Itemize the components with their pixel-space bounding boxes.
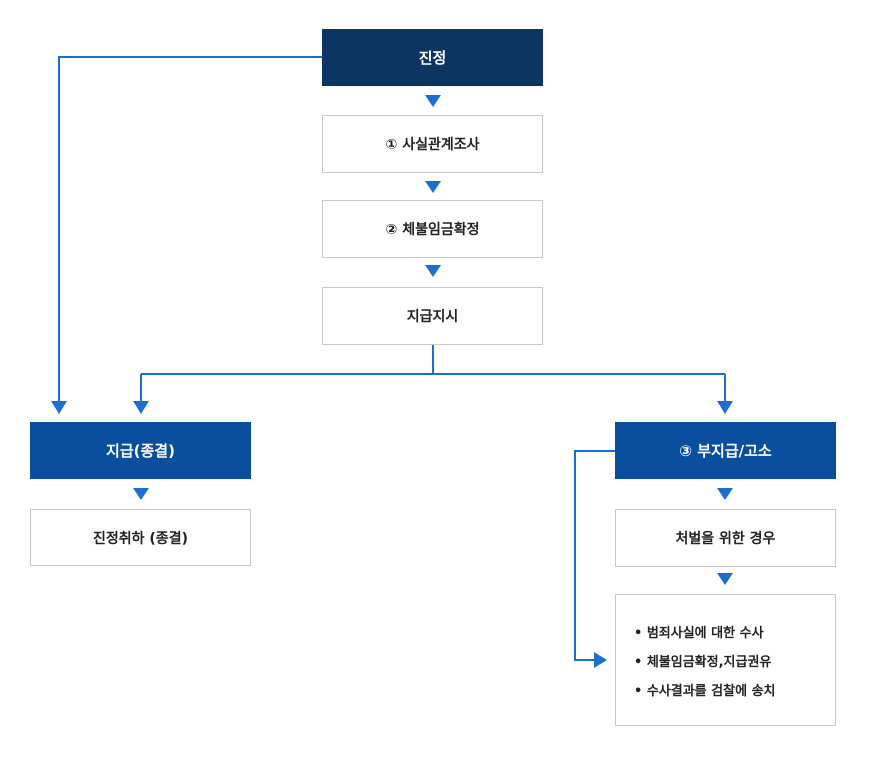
arrow-down-left <box>133 401 149 414</box>
arrow-down-bypass <box>51 401 67 414</box>
arrow-down-5 <box>717 488 733 500</box>
non-payment-complaint-box: ③ 부지급/고소 <box>615 422 836 479</box>
wage-arrears-confirmation-box: ② 체불임금확정 <box>322 200 543 258</box>
payment-order-box: 지급지시 <box>322 287 543 345</box>
actions-box: • 범죄사실에 대한 수사 • 체불임금확정,지급권유 • 수사결과를 검찰에 … <box>615 594 836 726</box>
arrow-down-2 <box>425 181 441 193</box>
action-item: • 범죄사실에 대한 수사 <box>634 625 764 641</box>
arrow-down-3 <box>425 265 441 277</box>
bypass-connector <box>58 56 322 403</box>
payment-closure-box: 지급(종결) <box>30 422 251 479</box>
arrow-down-4 <box>133 488 149 500</box>
arrow-right-loop <box>594 652 607 668</box>
arrow-down-1 <box>425 95 441 107</box>
petition-box: 진정 <box>322 29 543 86</box>
arrow-down-6 <box>717 573 733 585</box>
fact-investigation-box: ① 사실관계조사 <box>322 115 543 173</box>
for-punishment-box: 처벌을 위한 경우 <box>615 509 836 567</box>
arrow-down-right <box>717 401 733 414</box>
loop-connector <box>574 450 615 661</box>
action-item: • 수사결과를 검찰에 송치 <box>634 683 776 699</box>
petition-withdrawal-box: 진정취하 (종결) <box>30 509 251 566</box>
action-item: • 체불임금확정,지급권유 <box>634 654 772 670</box>
